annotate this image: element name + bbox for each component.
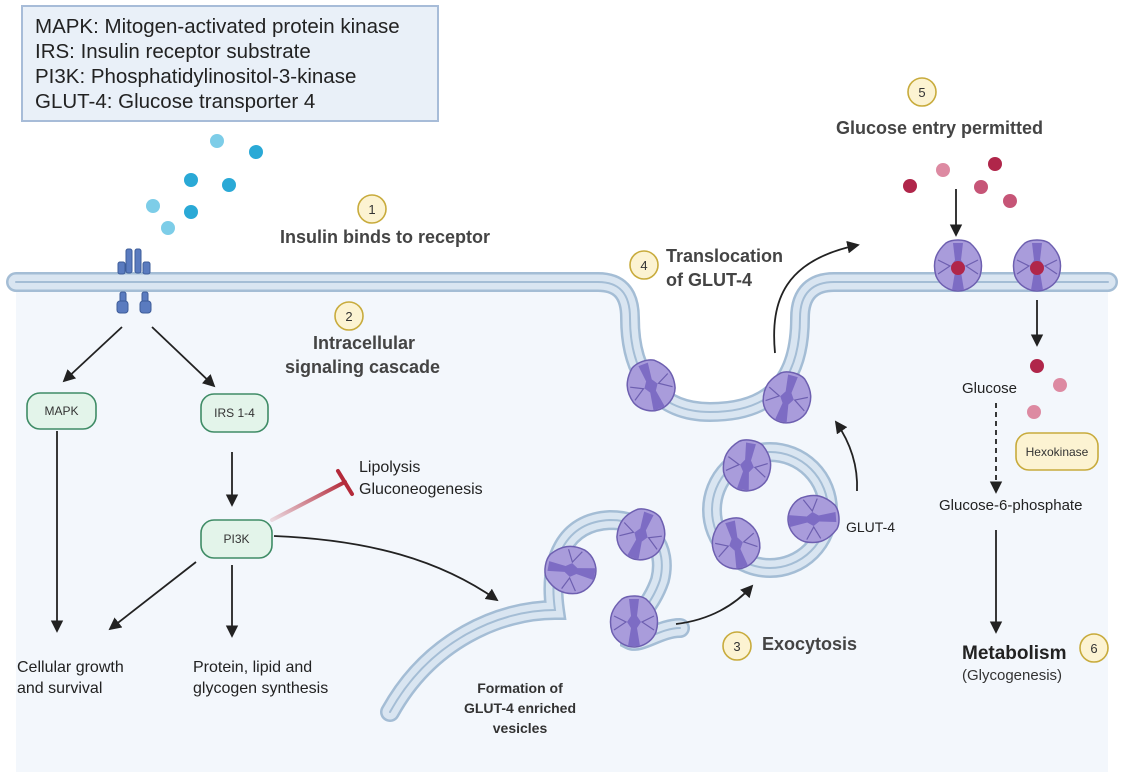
legend-item: IRS: Insulin receptor substrate bbox=[35, 40, 311, 63]
glut4-transporter bbox=[544, 545, 597, 595]
step-label-2-line1: Intracellular bbox=[313, 333, 415, 353]
arrows bbox=[50, 189, 1044, 638]
glut4-transporters bbox=[544, 239, 1062, 648]
arrow-pi3k-to-vesicles bbox=[273, 535, 499, 602]
g6p-label: Glucose-6-phosphate bbox=[939, 497, 1082, 514]
glut4-transporter bbox=[762, 371, 812, 424]
arrow-receptor-to-mapk bbox=[62, 326, 123, 383]
glucose-molecules-inside bbox=[1027, 359, 1067, 419]
arrow-exocytosis bbox=[675, 584, 754, 625]
svg-text:1: 1 bbox=[368, 202, 375, 217]
vesicle-formation-label-1: Formation of bbox=[477, 680, 563, 696]
step-label-4-line2: of GLUT-4 bbox=[666, 270, 752, 290]
glut4-transporter bbox=[616, 508, 666, 561]
cellular-growth-label-2: and survival bbox=[17, 680, 102, 697]
step-badge-4: 4 bbox=[629, 250, 659, 280]
step-badge-1: 1 bbox=[357, 194, 387, 224]
step-label-1: Insulin binds to receptor bbox=[280, 227, 490, 247]
svg-text:3: 3 bbox=[733, 639, 740, 654]
glut4-transporter bbox=[609, 595, 659, 648]
step-badge-5: 5 bbox=[907, 77, 937, 107]
legend-item: MAPK: Mitogen-activated protein kinase bbox=[35, 15, 400, 38]
legend-item: PI3K: Phosphatidylinositol-3-kinase bbox=[35, 65, 357, 88]
arrow-vesicle-up bbox=[834, 420, 858, 492]
lipolysis-label: Lipolysis bbox=[359, 459, 420, 476]
plasma-membrane bbox=[6, 272, 1118, 423]
step-badge-2: 2 bbox=[334, 301, 364, 331]
cytoplasm bbox=[16, 289, 1108, 772]
hexokinase-node: Hexokinase bbox=[1015, 432, 1099, 471]
svg-text:PI3K: PI3K bbox=[223, 532, 249, 546]
insulin-molecules bbox=[146, 134, 263, 235]
step-label-3: Exocytosis bbox=[762, 634, 857, 654]
glut4-transporter bbox=[626, 359, 676, 412]
glucose-in-transporter bbox=[1030, 261, 1044, 275]
arrow-pi3k-to-growth bbox=[108, 561, 197, 631]
step-label-6-sub: (Glycogenesis) bbox=[962, 667, 1062, 684]
step-label-5: Glucose entry permitted bbox=[836, 118, 1043, 138]
cellular-growth-label-1: Cellular growth bbox=[17, 659, 124, 676]
step-badge-6: 6 bbox=[1079, 633, 1109, 663]
svg-text:MAPK: MAPK bbox=[44, 404, 78, 418]
arrow-translocation bbox=[773, 240, 860, 354]
glut4-transporter bbox=[1012, 239, 1062, 292]
svg-text:5: 5 bbox=[918, 85, 925, 100]
irs-node: IRS 1-4 bbox=[200, 393, 269, 433]
svg-text:4: 4 bbox=[640, 258, 647, 273]
inhibition-arrow bbox=[270, 469, 354, 522]
step-label-6: Metabolism bbox=[962, 643, 1067, 664]
step-label-2-line2: signaling cascade bbox=[285, 357, 440, 377]
insulin-receptor bbox=[116, 248, 152, 314]
glucose-in-transporter bbox=[951, 261, 965, 275]
glucose-molecules-outside bbox=[903, 157, 1017, 208]
step-label-4-line1: Translocation bbox=[666, 246, 783, 266]
glut4-transporter bbox=[787, 494, 840, 544]
svg-text:6: 6 bbox=[1090, 641, 1097, 656]
svg-text:Hexokinase: Hexokinase bbox=[1026, 445, 1089, 459]
glut4-transporter bbox=[711, 517, 761, 570]
svg-text:2: 2 bbox=[345, 309, 352, 324]
gluconeogenesis-label: Gluconeogenesis bbox=[359, 481, 483, 498]
glucose-label: Glucose bbox=[962, 380, 1017, 397]
step-badge-3: 3 bbox=[722, 631, 752, 661]
glut4-label: GLUT-4 bbox=[846, 519, 895, 535]
glut4-transporter bbox=[722, 439, 772, 492]
mapk-node: MAPK bbox=[26, 392, 97, 430]
pi3k-node: PI3K bbox=[200, 519, 273, 559]
vesicle-formation-label-2: GLUT-4 enriched bbox=[464, 700, 576, 716]
svg-text:IRS 1-4: IRS 1-4 bbox=[214, 406, 255, 420]
vesicle-formation-label-3: vesicles bbox=[493, 720, 548, 736]
synthesis-label-2: glycogen synthesis bbox=[193, 680, 328, 697]
glut4-transporter bbox=[933, 239, 983, 292]
abbreviation-legend: MAPK: Mitogen-activated protein kinase I… bbox=[21, 5, 439, 122]
arrow-receptor-to-irs bbox=[151, 326, 216, 388]
legend-item: GLUT-4: Glucose transporter 4 bbox=[35, 90, 316, 113]
synthesis-label-1: Protein, lipid and bbox=[193, 659, 312, 676]
